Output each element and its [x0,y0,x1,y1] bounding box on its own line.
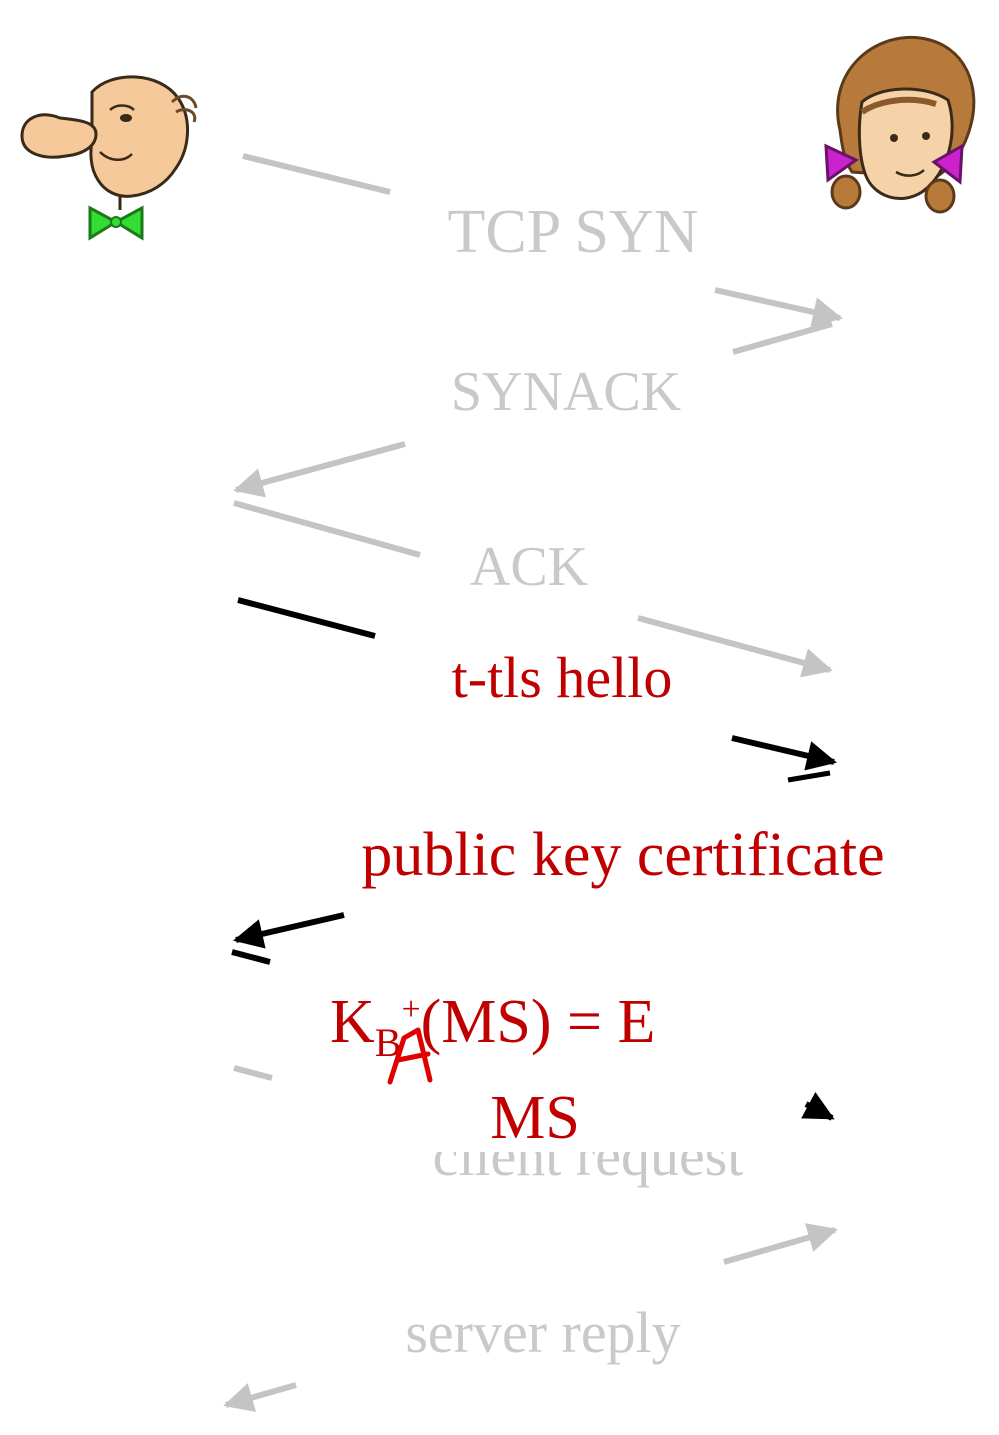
key-expression: (MS) = E [421,988,656,1056]
tls-hello-arrow-fragment [787,770,831,783]
ack-label: ACK [470,536,588,598]
tls-hello-arrow-tail [237,597,376,639]
tcp-syn-label: TCP SYN [448,198,699,266]
ack-arrow [637,615,833,678]
key-symbol: K [330,988,375,1056]
synack-label: SYNACK [451,361,681,423]
server-reply-label: server reply [405,1300,680,1365]
bald-man-with-bowtie-icon [20,75,198,241]
encrypted-ms-arrow-head [801,1091,835,1121]
key-superscript: + [401,991,420,1028]
tcp-syn-arrow [242,153,391,195]
synack-arrow [233,441,406,498]
server-reply-arrow [223,1382,297,1413]
certificate-arrow [233,912,345,949]
ack-arrow-tail [233,500,421,558]
tls-hello-arrow [731,735,837,771]
key-exchange-expression: KB+(MS) = E [330,988,655,1065]
key-exchange-ms-line: MS [490,1084,580,1152]
encrypted-ms-arrow-tail [233,1065,273,1081]
synack-arrow-tail [732,321,833,355]
client-request-label: client request [433,1123,744,1188]
tls-hello-label: t-tls hello [452,645,673,710]
certificate-arrow-fragment [231,949,271,965]
certificate-label: public key certificate [361,821,884,889]
handwritten-a-annotation [387,1027,433,1085]
tcp-syn-arrow-head [714,287,843,327]
woman-with-pigtails-icon [824,35,976,214]
client-request-arrow [723,1223,838,1265]
